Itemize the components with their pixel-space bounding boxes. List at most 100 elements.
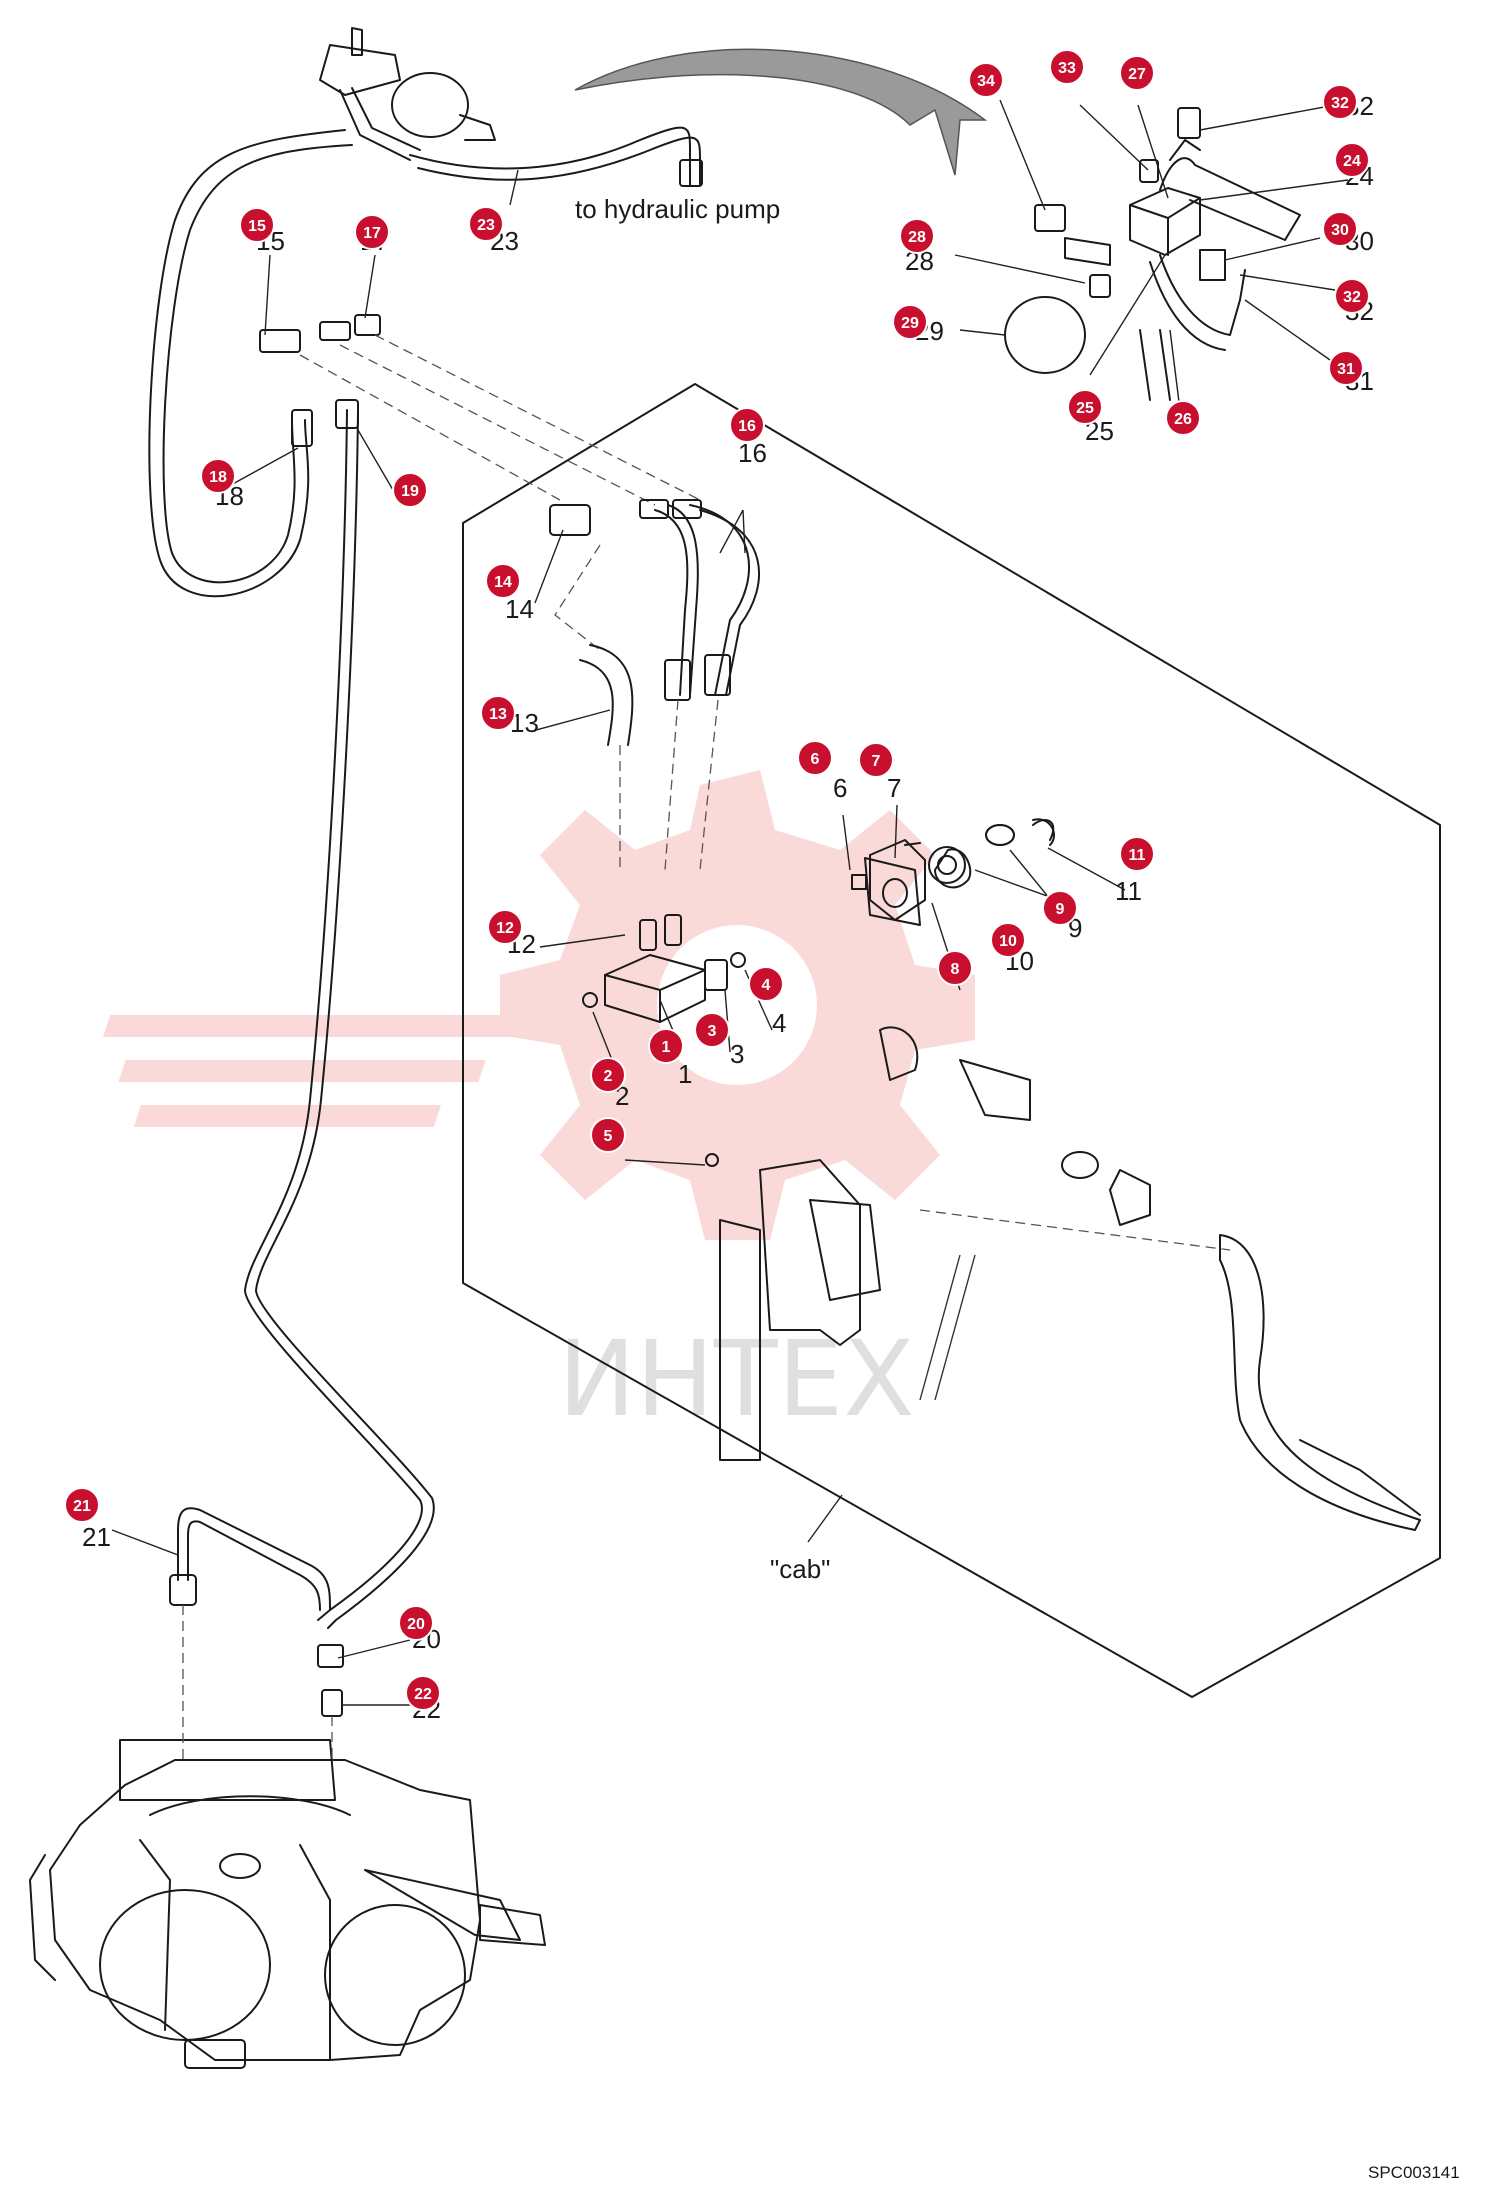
callout-badges: 1 2 3 4 5 6 7 8 9 10 11 12 13 14 15 16 1… — [64, 49, 1370, 1711]
svg-text:19: 19 — [401, 483, 419, 500]
badge-12: 12 — [487, 909, 523, 945]
svg-text:15: 15 — [248, 218, 266, 235]
svg-text:21: 21 — [82, 1522, 111, 1552]
svg-text:6: 6 — [833, 773, 847, 803]
badge-9: 9 — [1042, 890, 1078, 926]
badge-6: 6 — [797, 740, 833, 776]
svg-text:31: 31 — [1337, 361, 1355, 378]
gearbox — [29, 1739, 546, 2069]
hoses-16 — [639, 499, 760, 701]
badge-18: 18 — [200, 458, 236, 494]
drawing-reference: SPC003141 — [1368, 2163, 1460, 2182]
svg-text:25: 25 — [1076, 400, 1094, 417]
badge-28: 28 — [899, 218, 935, 254]
svg-text:6: 6 — [811, 751, 820, 768]
cab-boundary — [462, 383, 1441, 1698]
badge-33: 33 — [1049, 49, 1085, 85]
svg-text:7: 7 — [872, 753, 881, 770]
svg-text:8: 8 — [951, 961, 960, 978]
svg-text:33: 33 — [1058, 60, 1076, 77]
svg-text:20: 20 — [407, 1616, 425, 1633]
elbow-13 — [579, 644, 634, 746]
badge-30: 30 — [1322, 211, 1358, 247]
svg-text:17: 17 — [363, 225, 381, 242]
badge-17: 17 — [354, 214, 390, 250]
svg-text:1: 1 — [678, 1059, 692, 1089]
watermark-text: ИНТЕХ — [558, 1318, 914, 1440]
cab-leader — [807, 1494, 843, 1543]
svg-text:24: 24 — [1343, 153, 1361, 170]
svg-text:30: 30 — [1331, 222, 1349, 239]
svg-text:14: 14 — [505, 594, 534, 624]
watermark-logo — [103, 770, 975, 1240]
svg-text:18: 18 — [209, 469, 227, 486]
badge-10: 10 — [990, 922, 1026, 958]
tube-19 — [244, 409, 423, 1621]
badge-3: 3 — [694, 1012, 730, 1048]
svg-text:12: 12 — [496, 920, 514, 937]
badge-19: 19 — [392, 472, 428, 508]
svg-text:22: 22 — [414, 1686, 432, 1703]
svg-text:26: 26 — [1174, 411, 1192, 428]
svg-text:21: 21 — [73, 1498, 91, 1515]
badge-4: 4 — [748, 966, 784, 1002]
top-valve-assembly — [319, 27, 496, 161]
svg-text:9: 9 — [1056, 901, 1065, 918]
fitting-15-17 — [259, 314, 381, 353]
hydraulic-pump-caption: to hydraulic pump — [575, 194, 780, 224]
svg-text:1: 1 — [662, 1039, 671, 1056]
badge-20: 20 — [398, 1605, 434, 1641]
hose-18 — [148, 129, 346, 598]
svg-text:2: 2 — [604, 1068, 613, 1085]
svg-text:11: 11 — [1115, 876, 1142, 906]
badge-31: 31 — [1328, 350, 1364, 386]
valve-block-1 — [582, 914, 746, 1167]
svg-text:4: 4 — [772, 1008, 786, 1038]
badge-24: 24 — [1334, 142, 1370, 178]
badge-22: 22 — [405, 1675, 441, 1711]
badge-1: 1 — [648, 1028, 684, 1064]
cab-label: "cab" — [770, 1554, 830, 1584]
badge-2: 2 — [590, 1057, 626, 1093]
svg-text:10: 10 — [999, 933, 1017, 950]
badge-5: 5 — [590, 1117, 626, 1153]
tube-21 — [177, 1507, 331, 1611]
badge-11: 11 — [1119, 836, 1155, 872]
svg-text:7: 7 — [887, 773, 901, 803]
svg-text:3: 3 — [730, 1039, 744, 1069]
items-6-11 — [851, 818, 1055, 926]
badge-14: 14 — [485, 563, 521, 599]
svg-text:4: 4 — [762, 977, 771, 994]
svg-text:28: 28 — [908, 229, 926, 246]
badge-8: 8 — [937, 950, 973, 986]
svg-text:34: 34 — [977, 73, 995, 90]
badge-21: 21 — [64, 1487, 100, 1523]
svg-text:3: 3 — [708, 1023, 717, 1040]
direction-arrow — [574, 48, 988, 176]
badge-25: 25 — [1067, 389, 1103, 425]
badge-34: 34 — [968, 62, 1004, 98]
svg-text:5: 5 — [604, 1128, 613, 1145]
svg-text:16: 16 — [738, 418, 756, 435]
svg-text:29: 29 — [901, 315, 919, 332]
badge-32a: 32 — [1322, 84, 1358, 120]
svg-text:11: 11 — [1129, 847, 1146, 864]
leader-lines — [111, 99, 1349, 1706]
badge-29: 29 — [892, 304, 928, 340]
fitting-14 — [549, 504, 591, 536]
svg-text:32: 32 — [1343, 289, 1361, 306]
badge-7: 7 — [858, 742, 894, 778]
hose-23 — [409, 126, 691, 186]
badge-23: 23 — [468, 206, 504, 242]
badge-26: 26 — [1165, 400, 1201, 436]
svg-text:16: 16 — [738, 438, 767, 468]
svg-text:13: 13 — [489, 706, 507, 723]
svg-text:32: 32 — [1331, 95, 1349, 112]
badge-27: 27 — [1119, 55, 1155, 91]
svg-text:27: 27 — [1128, 66, 1146, 83]
badge-32b: 32 — [1334, 278, 1370, 314]
badge-13: 13 — [480, 695, 516, 731]
badge-15: 15 — [239, 207, 275, 243]
badge-16: 16 — [729, 407, 765, 443]
